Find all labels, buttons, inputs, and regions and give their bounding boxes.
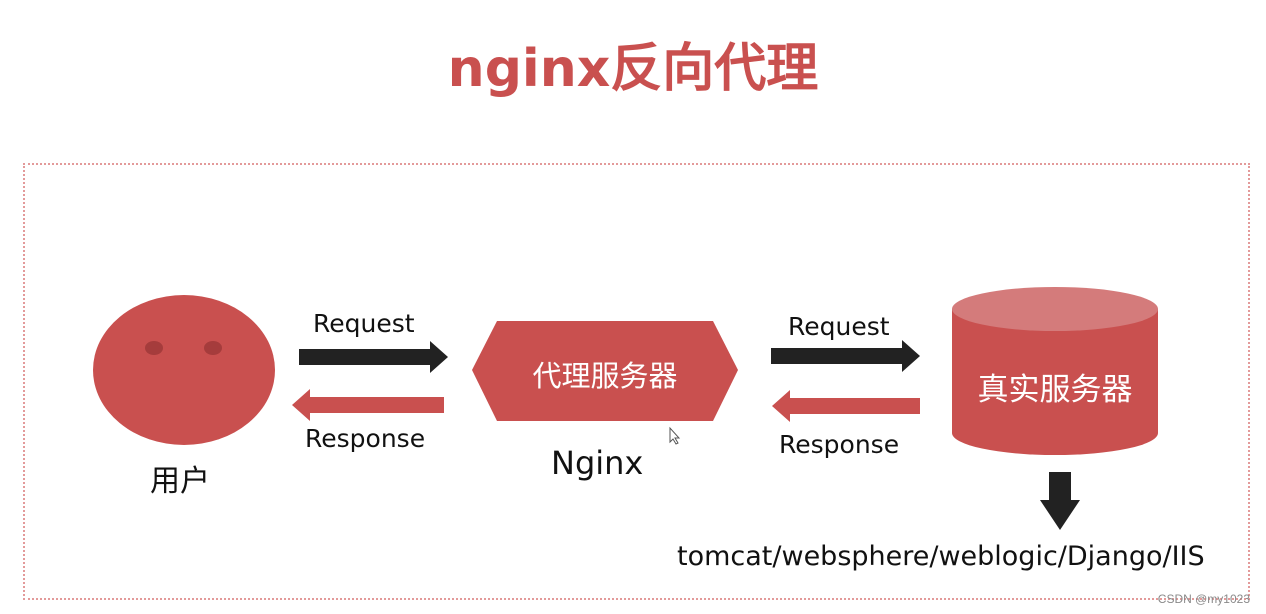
server-examples-label: tomcat/websphere/weblogic/Django/IIS [677,541,1205,572]
right-request-label: Request [788,312,890,341]
real-server-label: 真实服务器 [977,372,1133,408]
left-response-arrow [292,389,444,421]
left-response-label: Response [305,424,426,453]
user-label: 用户 [150,464,210,499]
right-request-arrow [771,340,920,372]
diagram-frame [23,163,1250,600]
user-face-icon [93,295,275,445]
proxy-caption: Nginx [551,444,644,482]
real-server-cylinder [952,287,1158,455]
proxy-server-label: 代理服务器 [532,359,678,393]
cursor-icon [669,426,681,445]
left-request-arrow [299,341,448,373]
right-response-arrow [772,390,920,422]
diagram-title: nginx反向代理 [447,39,819,99]
left-request-label: Request [313,309,415,338]
right-response-label: Response [779,430,900,459]
down-arrow [1040,472,1080,530]
proxy-server-shape [472,321,738,421]
watermark: CSDN @my1023 [1157,592,1250,606]
